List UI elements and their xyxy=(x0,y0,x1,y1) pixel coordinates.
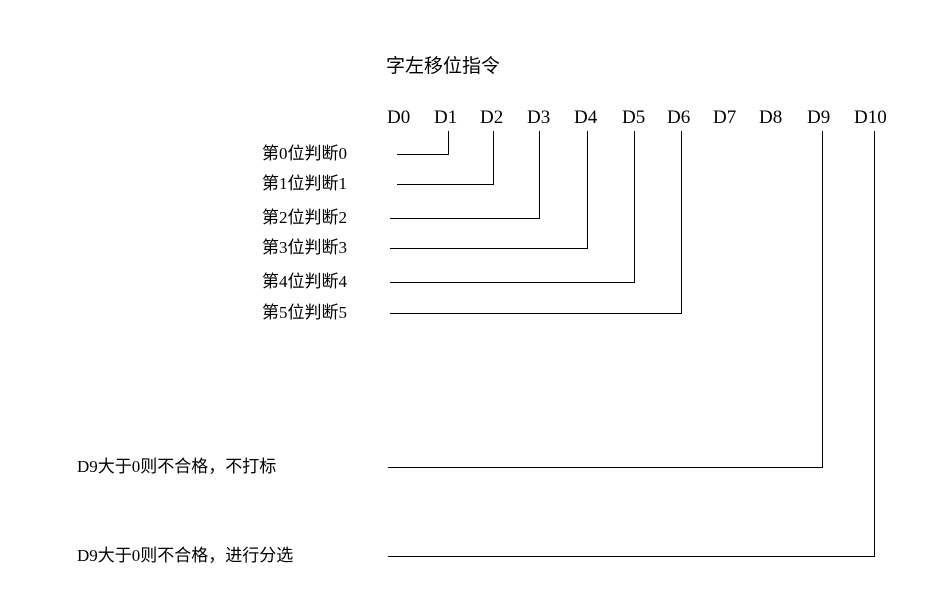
bit-row-label-5: 第5位判断5 xyxy=(262,303,347,322)
riser-line-d10 xyxy=(874,131,875,557)
bit-row-label-1: 第1位判断1 xyxy=(262,174,347,193)
connector-line-result-1 xyxy=(388,556,874,557)
riser-line-d1 xyxy=(448,131,449,155)
connector-line-row-4 xyxy=(390,282,635,283)
bit-row-label-0: 第0位判断0 xyxy=(262,144,347,163)
bus-label-d0: D0 xyxy=(387,107,411,128)
bus-label-d9: D9 xyxy=(807,107,831,128)
connector-line-row-5 xyxy=(390,313,682,314)
bit-row-label-2: 第2位判断2 xyxy=(262,208,347,227)
result-row-label-1: D9大于0则不合格，进行分选 xyxy=(77,546,294,565)
bus-label-d2: D2 xyxy=(480,107,504,128)
riser-line-d6 xyxy=(681,131,682,314)
riser-line-d9 xyxy=(822,131,823,468)
connector-line-result-0 xyxy=(388,467,823,468)
riser-line-d2 xyxy=(493,131,494,185)
riser-line-d5 xyxy=(634,131,635,283)
bit-row-label-4: 第4位判断4 xyxy=(262,272,347,291)
bus-label-d1: D1 xyxy=(434,107,458,128)
connector-line-row-2 xyxy=(390,218,540,219)
result-row-label-0: D9大于0则不合格，不打标 xyxy=(77,457,277,476)
connector-line-row-0 xyxy=(397,154,449,155)
connector-line-row-3 xyxy=(390,248,588,249)
bus-label-d8: D8 xyxy=(759,107,783,128)
riser-line-d4 xyxy=(587,131,588,249)
bus-label-d10: D10 xyxy=(854,107,887,128)
diagram-title: 字左移位指令 xyxy=(386,56,501,77)
bus-label-d5: D5 xyxy=(622,107,646,128)
bus-label-d4: D4 xyxy=(574,107,598,128)
bus-label-d6: D6 xyxy=(667,107,691,128)
bus-label-d3: D3 xyxy=(527,107,551,128)
connector-line-row-1 xyxy=(397,184,494,185)
bit-row-label-3: 第3位判断3 xyxy=(262,238,347,257)
riser-line-d3 xyxy=(539,131,540,219)
bus-label-d7: D7 xyxy=(713,107,737,128)
